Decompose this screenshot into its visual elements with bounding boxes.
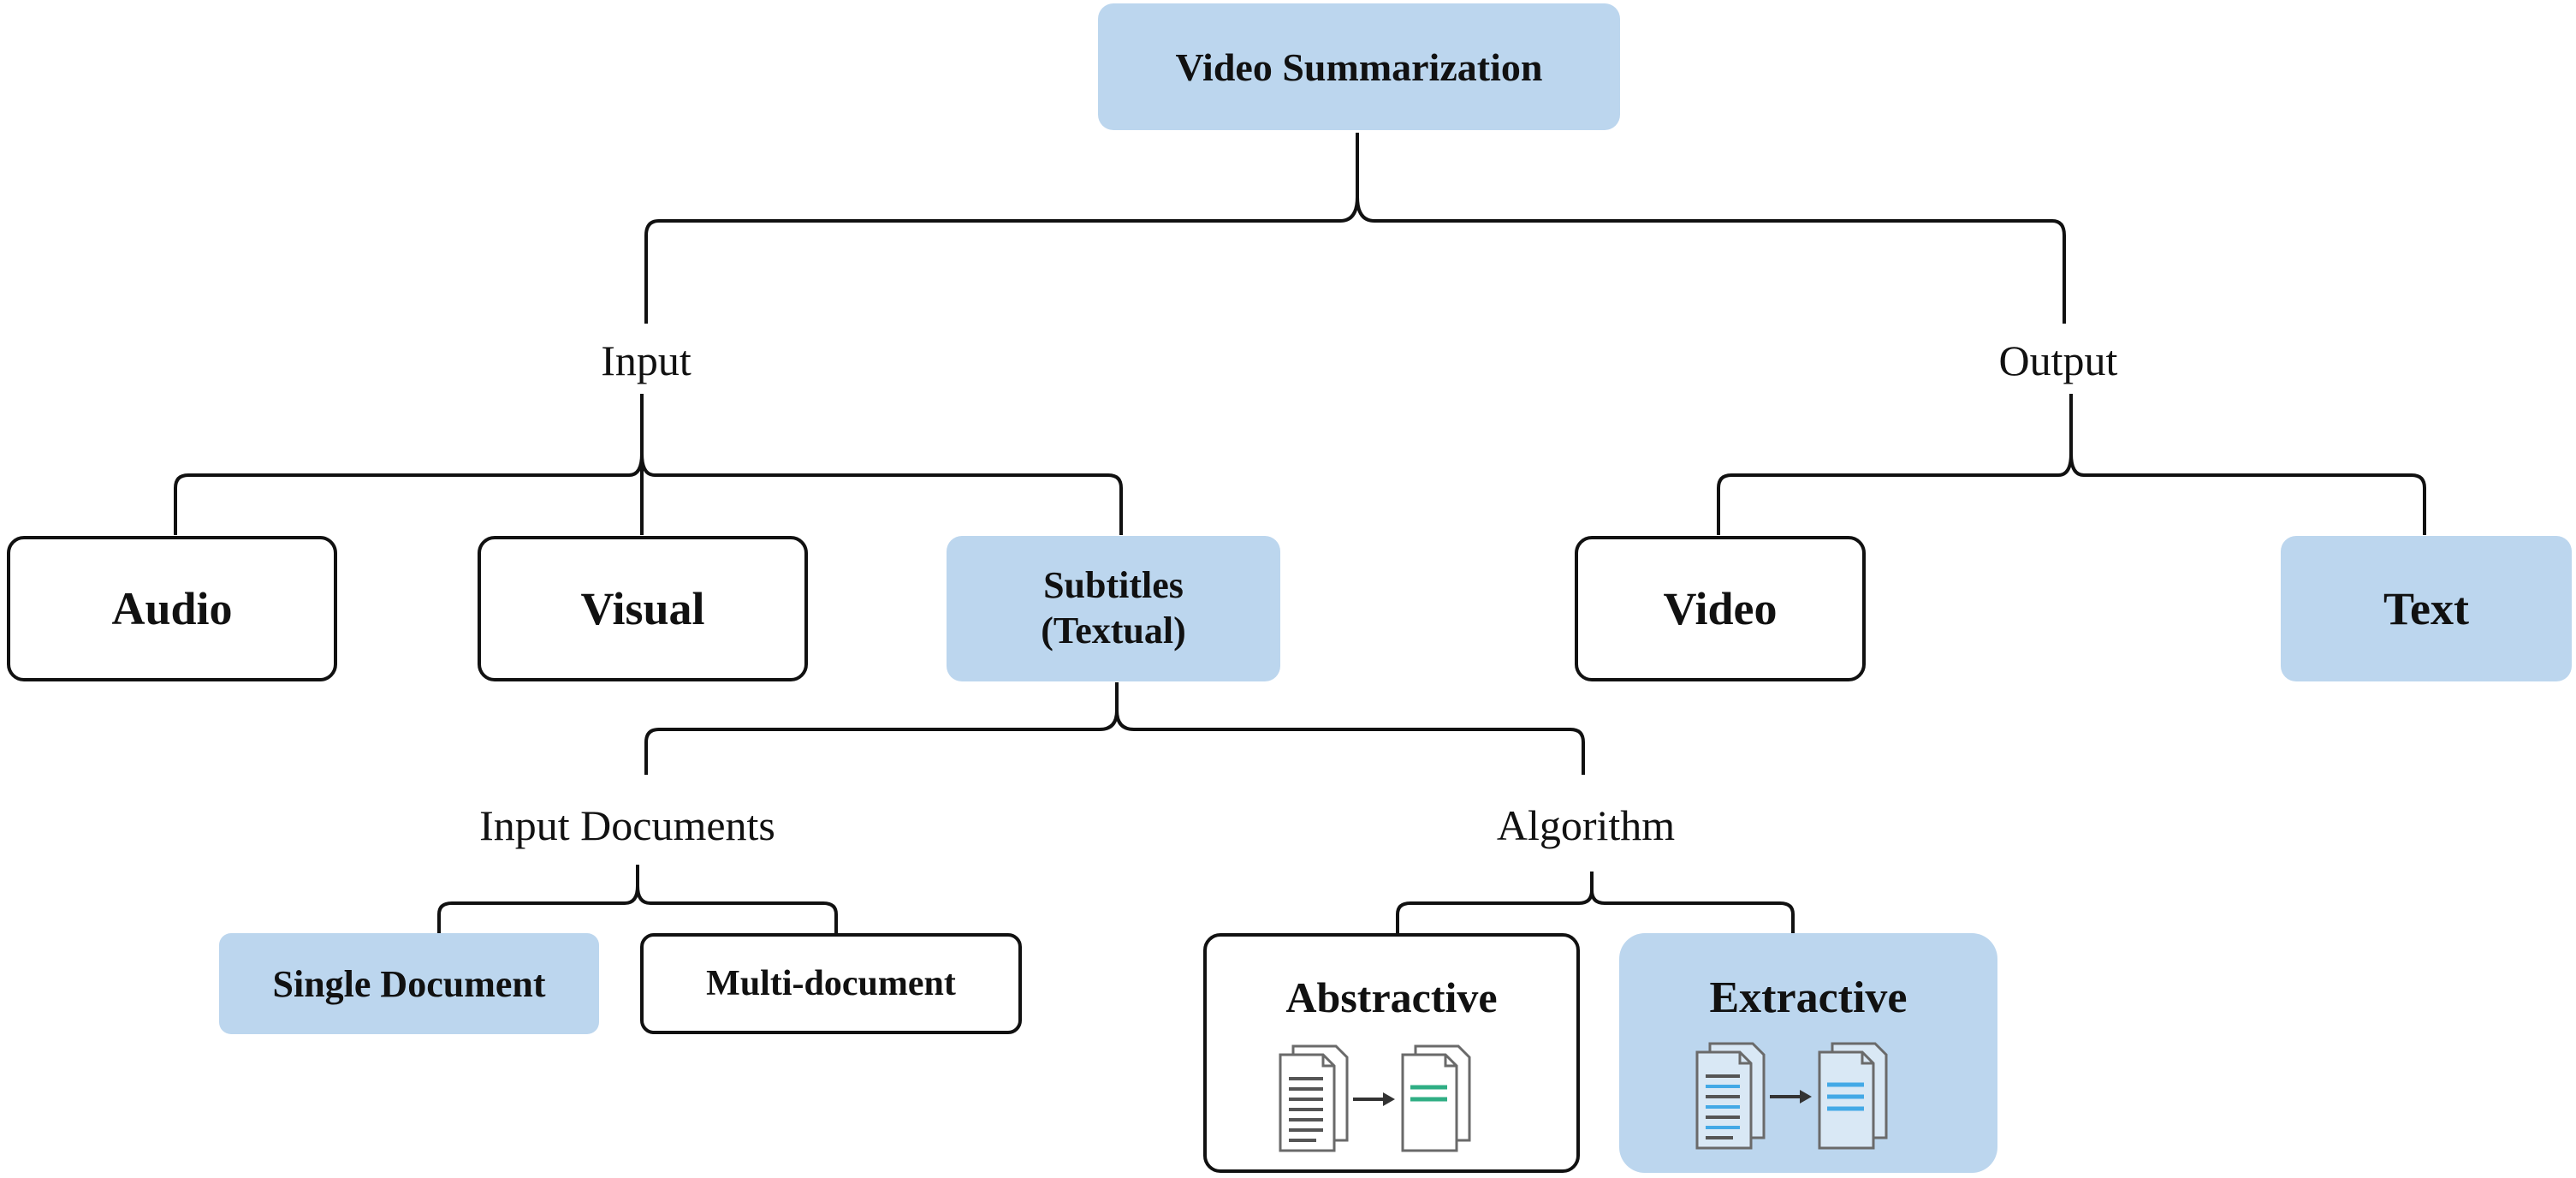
output-brace <box>1717 394 2073 535</box>
input-brace <box>174 394 644 535</box>
output-label: Output <box>1998 336 2118 384</box>
extractive-icon-group <box>1695 1042 1888 1150</box>
single-document-node: Single Document <box>219 933 599 1034</box>
video-node: Video <box>1575 536 1866 681</box>
single-document-label: Single Document <box>272 962 546 1005</box>
multi-document-label: Multi-document <box>706 964 956 1003</box>
audio-label: Audio <box>111 583 233 634</box>
subtitles-label-line2: (Textual) <box>1041 610 1186 651</box>
video-summarization-node: Video Summarization <box>1098 3 1620 130</box>
algorithm-brace <box>1396 872 1594 933</box>
subtitles-brace <box>644 682 1119 775</box>
extractive-node: Extractive <box>1619 933 1997 1173</box>
abstractive-icon-group <box>1279 1044 1471 1152</box>
input-documents-label: Input Documents <box>479 801 775 849</box>
extractive-label: Extractive <box>1709 973 1908 1022</box>
document-stack-icon <box>1695 1042 1766 1150</box>
root-brace <box>1356 133 2066 324</box>
visual-node: Visual <box>478 536 808 681</box>
input-label: Input <box>601 336 691 384</box>
arrow-right-icon <box>1770 1090 1812 1104</box>
subtitles-node: Subtitles (Textual) <box>947 536 1280 681</box>
video-summarization-label: Video Summarization <box>1175 45 1543 89</box>
video-label: Video <box>1663 583 1778 634</box>
algorithm-label: Algorithm <box>1496 801 1676 849</box>
document-stack-icon <box>1279 1044 1349 1152</box>
summary-document-icon <box>1401 1044 1471 1152</box>
subtitles-label-line1: Subtitles <box>1043 564 1184 607</box>
visual-label: Visual <box>580 583 705 634</box>
multi-document-node: Multi-document <box>640 933 1022 1034</box>
summary-document-icon <box>1818 1042 1888 1150</box>
abstractive-label: Abstractive <box>1285 973 1498 1021</box>
text-label: Text <box>2383 583 2469 634</box>
arrow-right-icon <box>1353 1092 1395 1106</box>
text-node: Text <box>2281 536 2572 681</box>
abstractive-node: Abstractive <box>1203 933 1580 1173</box>
audio-node: Audio <box>7 536 337 681</box>
input-documents-brace <box>437 865 639 933</box>
